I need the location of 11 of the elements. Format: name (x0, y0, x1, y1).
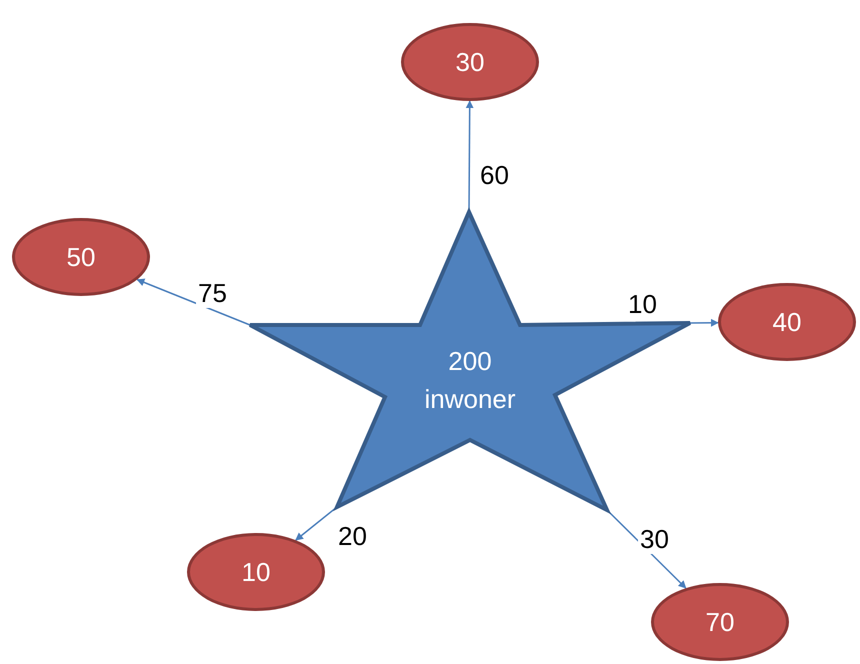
value-ellipse: 30 (401, 23, 539, 101)
arrow (690, 318, 719, 327)
star-label: 200 inwoner (423, 345, 517, 416)
value-ellipse: 50 (12, 218, 150, 296)
arrow (466, 100, 474, 212)
value-ellipse: 70 (651, 583, 789, 661)
star-shape (248, 207, 692, 514)
value-ellipse: 40 (718, 283, 856, 361)
arrow (295, 506, 338, 541)
arrow (136, 278, 250, 326)
value-ellipse: 10 (187, 533, 325, 611)
